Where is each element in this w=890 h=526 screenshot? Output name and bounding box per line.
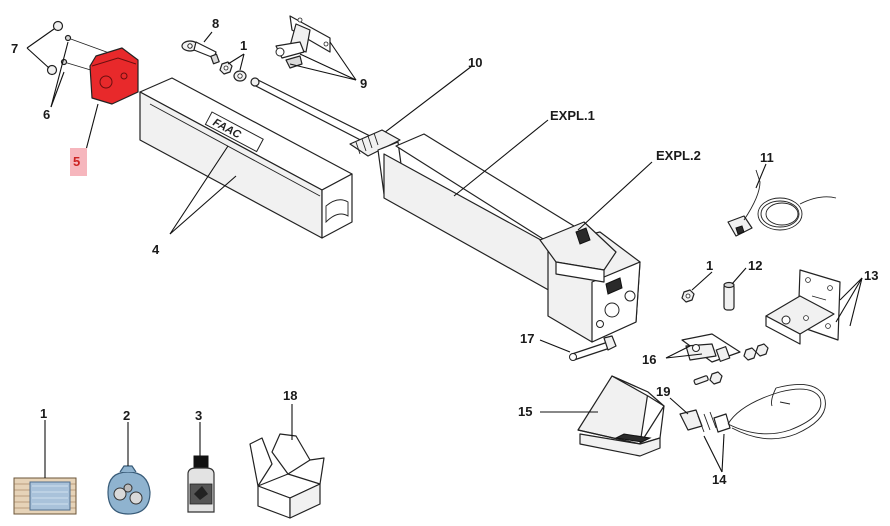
label-kit-1: 1 (40, 406, 47, 421)
part-1-nut[interactable] (681, 289, 695, 303)
kit-18-box[interactable] (249, 433, 325, 519)
label-part-8: 8 (212, 16, 219, 31)
kit-3-oil-bottle[interactable] (187, 455, 215, 513)
label-part-16: 16 (642, 352, 656, 367)
label-part-11: 11 (760, 150, 774, 165)
label-part-4: 4 (152, 242, 160, 257)
part-17-screw[interactable] (569, 335, 617, 361)
label-kit-3: 3 (195, 408, 202, 423)
label-part-9: 9 (360, 76, 367, 91)
label-part-10: 10 (468, 55, 482, 70)
part-1-nut-washer[interactable] (219, 61, 247, 82)
part-7-screws[interactable] (46, 20, 113, 76)
label-part-5-highlight (70, 148, 87, 176)
label-part-1-mid: 1 (706, 258, 713, 273)
label-part-17: 17 (520, 331, 534, 346)
part-13-rear-bracket[interactable] (765, 269, 841, 345)
part-5-end-cap[interactable] (89, 47, 139, 105)
part-14-sensor-cable[interactable] (727, 383, 826, 440)
part-16-fork[interactable] (681, 333, 769, 363)
label-kit-18: 18 (283, 388, 297, 403)
label-part-6: 6 (43, 107, 50, 122)
label-part-12: 12 (748, 258, 762, 273)
part-9-front-bracket[interactable] (275, 15, 331, 69)
label-part-7: 7 (11, 41, 18, 56)
part-12-pin[interactable] (723, 281, 735, 311)
kit-2-accessory-bag[interactable] (107, 465, 151, 515)
expl-2-release-cover[interactable] (539, 221, 617, 283)
label-part-5: 5 (73, 154, 80, 169)
label-expl-1: EXPL.1 (550, 108, 595, 123)
label-part-19: 19 (656, 384, 670, 399)
part-11-cable-connector[interactable] (727, 169, 837, 237)
part-4-outer-profile[interactable]: FAAC (139, 77, 353, 239)
label-expl-2: EXPL.2 (656, 148, 701, 163)
part-bolt-small[interactable] (693, 371, 723, 386)
part-19-sensor-connector[interactable] (679, 409, 731, 433)
label-part-14: 14 (712, 472, 727, 487)
label-part-1-top: 1 (240, 38, 247, 53)
kit-1-manual[interactable] (13, 477, 77, 515)
part-15-bracket-cover[interactable] (577, 375, 665, 457)
label-part-15: 15 (518, 404, 532, 419)
label-part-13: 13 (864, 268, 878, 283)
label-kit-2: 2 (123, 408, 130, 423)
part-8-rod-end[interactable] (181, 40, 220, 65)
